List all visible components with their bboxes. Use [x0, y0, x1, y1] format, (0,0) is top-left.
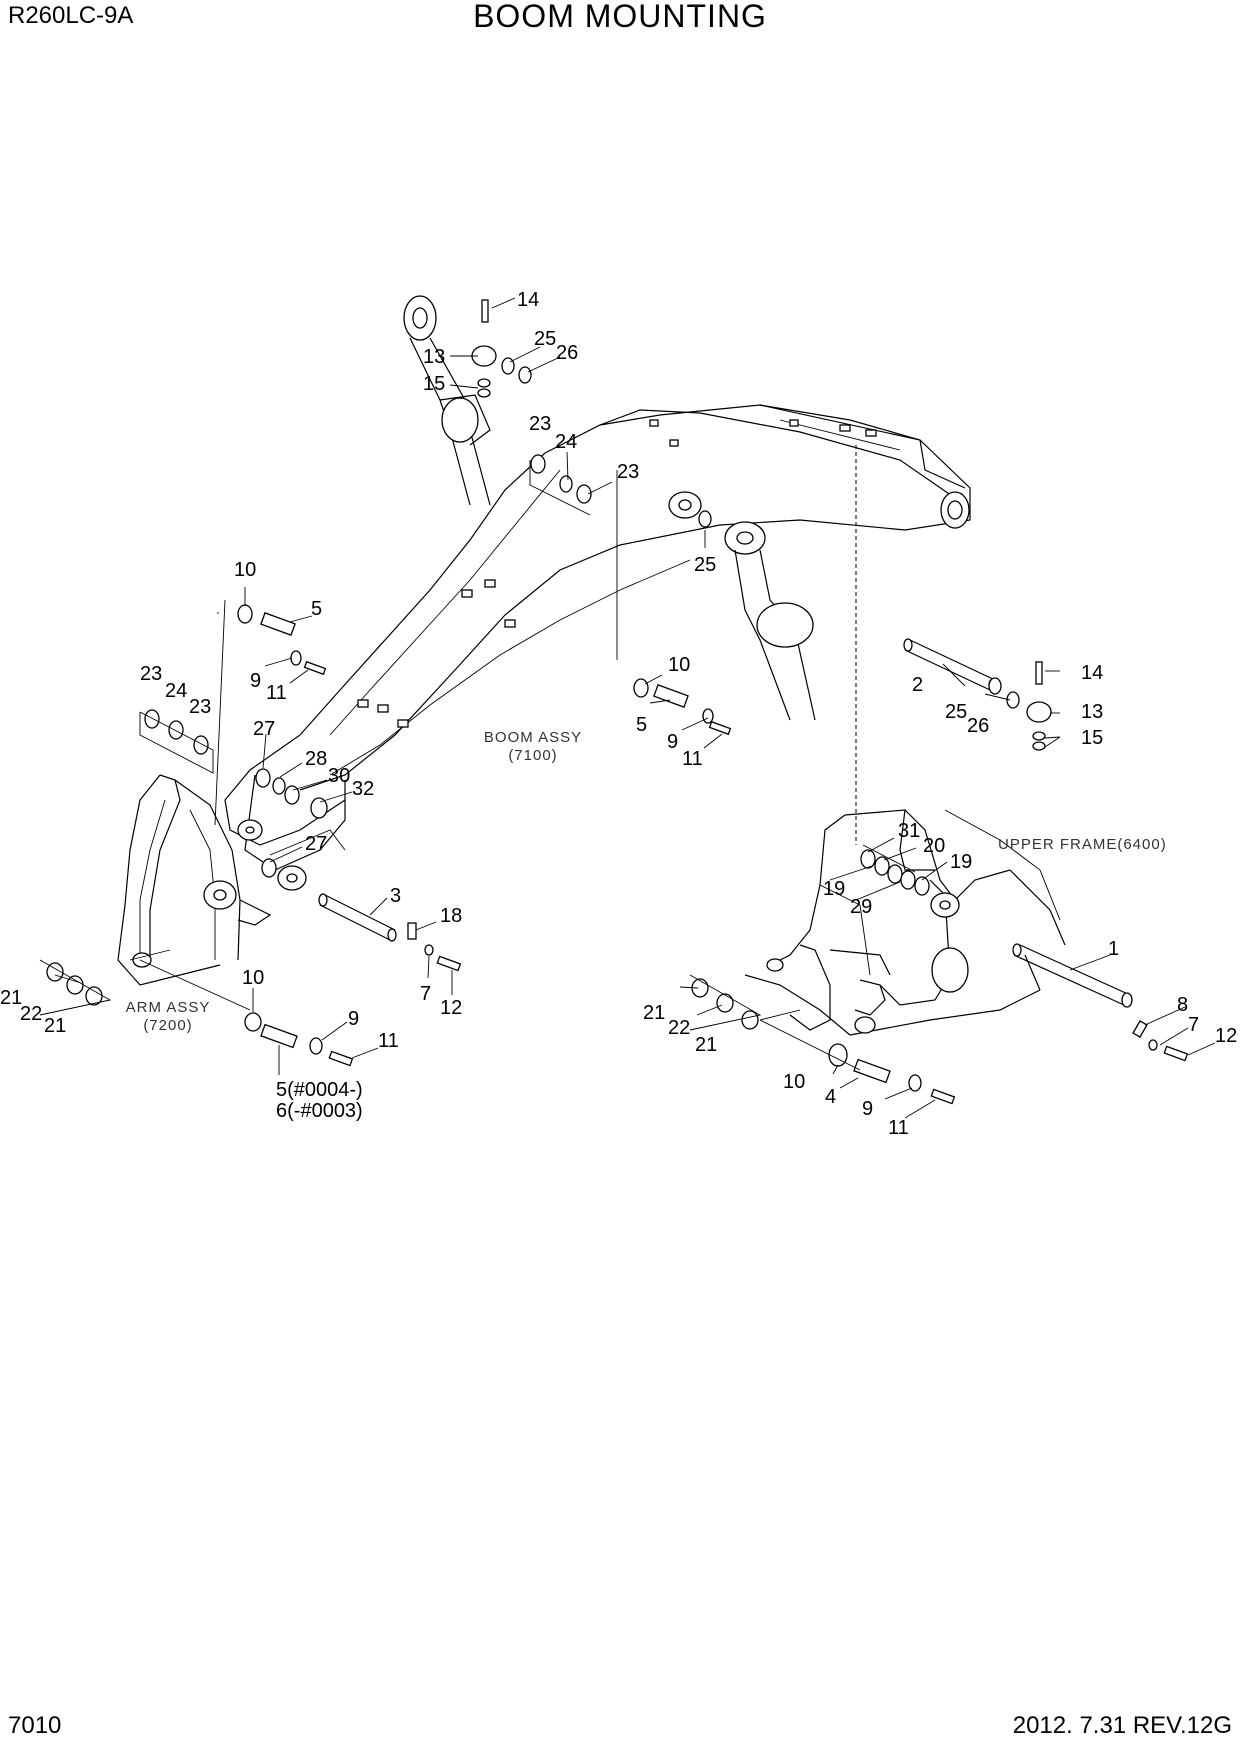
callout-label: 20	[923, 835, 945, 857]
callout-label: 14	[1081, 662, 1103, 684]
callout-label: 18	[440, 905, 462, 927]
page-title: BOOM MOUNTING	[473, 0, 767, 34]
callout-label: 5	[311, 598, 322, 620]
callout-label: 15	[423, 373, 445, 395]
boom-cylinder	[724, 521, 816, 721]
callout-label: 13	[1081, 701, 1103, 723]
arm-cylinder	[403, 295, 491, 506]
callout-label: 11	[378, 1030, 399, 1052]
callout-label: 26	[556, 342, 578, 364]
callout-label: 23	[189, 696, 211, 718]
callout-label: 21	[643, 1002, 665, 1024]
callout-label: 27	[305, 833, 327, 855]
callout-label: 30	[328, 765, 350, 787]
boom-assy-code: (7100)	[508, 747, 557, 764]
callout-label: 25	[945, 701, 967, 723]
callout-label: 9	[250, 670, 261, 692]
callout-label: 7	[420, 983, 431, 1005]
callout-label: 21	[44, 1015, 66, 1037]
callout-label: 10	[242, 967, 264, 989]
callout-label: 21	[0, 987, 22, 1009]
callout-label: 11	[888, 1117, 909, 1139]
callout-label: 9	[667, 731, 678, 753]
callout-label: 22	[20, 1003, 42, 1025]
callout-label: 12	[440, 997, 462, 1019]
callout-label: 6(-#0003)	[276, 1100, 363, 1122]
callout-label: 10	[783, 1071, 805, 1093]
callout-label: 9	[348, 1008, 359, 1030]
arm-assy-label: ARM ASSY	[126, 999, 211, 1016]
callout-label: 10	[668, 654, 690, 676]
page-number: 7010	[8, 1712, 62, 1739]
callout-label: 23	[140, 663, 162, 685]
callout-label: 14	[517, 289, 539, 311]
arm-assy-code: (7200)	[143, 1017, 192, 1034]
callout-label: 19	[950, 851, 972, 873]
boom-structure	[224, 404, 971, 891]
upper-frame	[744, 809, 1066, 1036]
callout-label: 5(#0004-)	[276, 1079, 363, 1101]
callout-label: 11	[266, 682, 287, 704]
callout-label: 25	[534, 328, 556, 350]
callout-label: 23	[529, 413, 551, 435]
callout-label: 3	[390, 885, 401, 907]
model-number: R260LC-9A	[8, 2, 134, 29]
callout-label: 7	[1188, 1014, 1199, 1036]
callout-label: 11	[682, 748, 703, 770]
callout-label: 29	[850, 896, 872, 918]
callout-label: 21	[695, 1034, 717, 1056]
callout-label: 8	[1177, 994, 1188, 1016]
hardware-parts	[46, 299, 1189, 1105]
callout-label: 28	[305, 748, 327, 770]
callout-label: 1	[1108, 938, 1119, 960]
callout-label: 13	[423, 346, 445, 368]
upper-frame-label: UPPER FRAME(6400)	[998, 836, 1167, 853]
callout-label: 31	[898, 820, 920, 842]
callout-label: 24	[165, 680, 187, 702]
callout-label: 25	[694, 554, 716, 576]
callout-label: 15	[1081, 727, 1103, 749]
callout-label: 4	[825, 1086, 836, 1108]
callout-label: 19	[823, 878, 845, 900]
leader-lines	[39, 297, 1216, 1119]
callout-label: 26	[967, 715, 989, 737]
callout-label: 12	[1215, 1025, 1237, 1047]
callout-label: 2	[912, 674, 923, 696]
boom-assy-label: BOOM ASSY	[484, 729, 582, 746]
callout-label: 27	[253, 718, 275, 740]
callout-label: 10	[234, 559, 256, 581]
revision-date: 2012. 7.31 REV.12G	[1012, 1712, 1232, 1739]
callout-label: 22	[668, 1017, 690, 1039]
callout-label: 5	[636, 714, 647, 736]
callout-label: 24	[555, 431, 577, 453]
callout-label: 23	[617, 461, 639, 483]
callout-label: 9	[862, 1098, 873, 1120]
callout-label: 32	[352, 778, 374, 800]
callout-numbers: 14 25 26 13 15 23 24 23 25 10 5 9 11 23 …	[0, 289, 1237, 1139]
arm-assembly	[117, 774, 272, 986]
